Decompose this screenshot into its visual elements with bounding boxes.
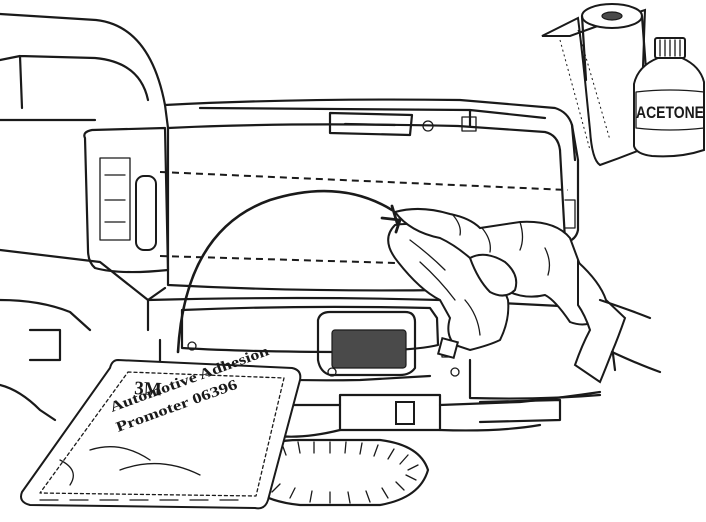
bumper-bolt-right bbox=[451, 368, 459, 376]
tailgate-cap-lower bbox=[168, 124, 560, 150]
adhesion-promoter-packet: 3M Automotive Adhesion Promoter 06396 bbox=[21, 343, 300, 508]
license-plate bbox=[332, 330, 406, 368]
towel-roll-core bbox=[602, 12, 622, 20]
tailgate-right-edge bbox=[566, 125, 578, 242]
acetone-label: ACETONE bbox=[636, 103, 704, 122]
hitch-hole bbox=[396, 402, 414, 424]
taillight-lens bbox=[100, 158, 130, 240]
taillight-handle bbox=[136, 176, 156, 250]
tape-line-upper bbox=[160, 172, 568, 190]
tailgate-spoiler bbox=[200, 108, 545, 126]
application-arc bbox=[178, 191, 392, 352]
bed-side-outline bbox=[0, 14, 168, 128]
tailgate-right-light bbox=[565, 200, 575, 228]
left-bed-lower bbox=[0, 250, 148, 360]
cloth-corner bbox=[438, 338, 458, 358]
hand-with-applicator bbox=[382, 206, 660, 382]
hitch-receiver bbox=[340, 395, 440, 430]
